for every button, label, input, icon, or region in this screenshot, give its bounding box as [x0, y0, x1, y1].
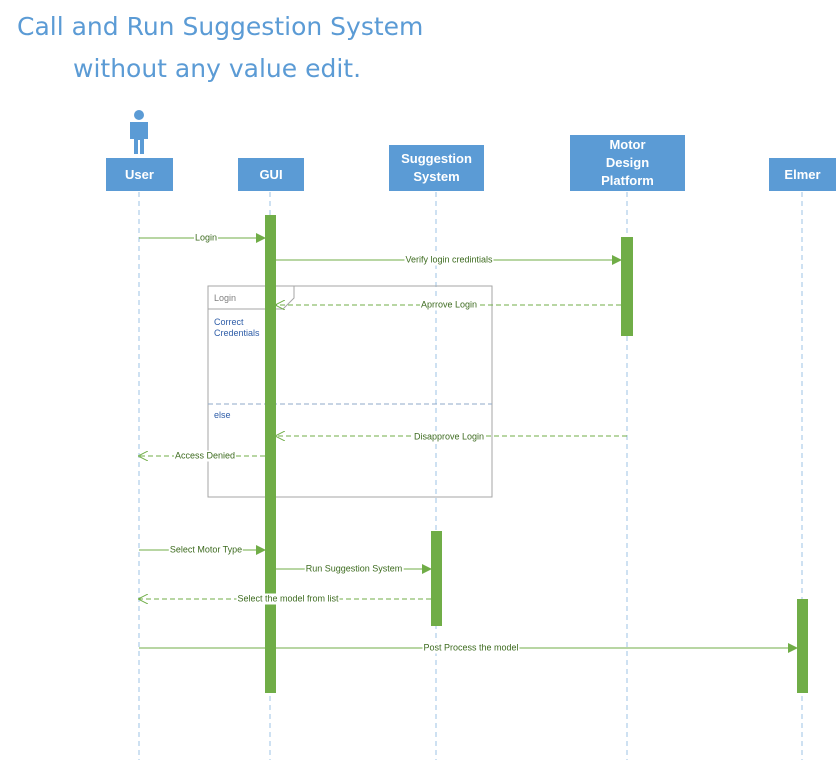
message-label-run-suggestion-system: Run Suggestion System [304, 563, 404, 575]
alt-guard-line-1: Correct [214, 317, 244, 327]
message-label-select-motor-type: Select Motor Type [168, 544, 244, 556]
activation-motor-design-platform [621, 237, 633, 336]
diagram-title-line-1: Call and Run Suggestion System [17, 12, 424, 41]
diagram-title-line-2: without any value edit. [73, 54, 362, 83]
alt-guard-line-2: Credentials [214, 328, 260, 338]
message-label-post-process: Post Process the model [422, 642, 520, 654]
alt-frame [207, 285, 493, 498]
participant-mdp-label-2: Design [605, 155, 650, 170]
participant-user: User [106, 158, 173, 191]
participant-gui: GUI [238, 158, 304, 191]
message-label-login: Login [193, 232, 219, 244]
alt-frame-tag [208, 286, 295, 310]
message-label-access-denied: Access Denied [173, 450, 237, 462]
user-actor-icon [130, 110, 148, 154]
message-label-verify-login: Verify login credintials [404, 254, 494, 266]
participant-mdp-label-1: Motor [609, 137, 646, 152]
participant-mdp-label-3: Platform [601, 173, 654, 188]
message-label-disapprove-login: Disapprove Login [412, 431, 486, 443]
participant-elmer: Elmer [769, 158, 836, 191]
alt-frame-name: Login [214, 293, 237, 303]
participant-gui-label: GUI [259, 166, 283, 182]
message-label-select-model: Select the model from list [236, 593, 340, 605]
participant-suggestion-label-2: System [413, 169, 460, 184]
activation-gui [265, 215, 276, 693]
activation-suggestion-system [431, 531, 442, 626]
alt-guard-correct-credentials: Correct Credentials [214, 317, 260, 339]
message-label-approve-login: Aprrove Login [419, 299, 479, 311]
participant-user-label: User [125, 166, 154, 182]
alt-guard-else: else [214, 410, 231, 420]
participant-elmer-label: Elmer [784, 166, 821, 182]
activation-elmer [797, 599, 808, 693]
participant-motor-design-platform: Motor Design Platform [570, 135, 685, 191]
participant-suggestion-system: Suggestion System [389, 145, 484, 191]
participant-suggestion-label-1: Suggestion [401, 151, 472, 166]
